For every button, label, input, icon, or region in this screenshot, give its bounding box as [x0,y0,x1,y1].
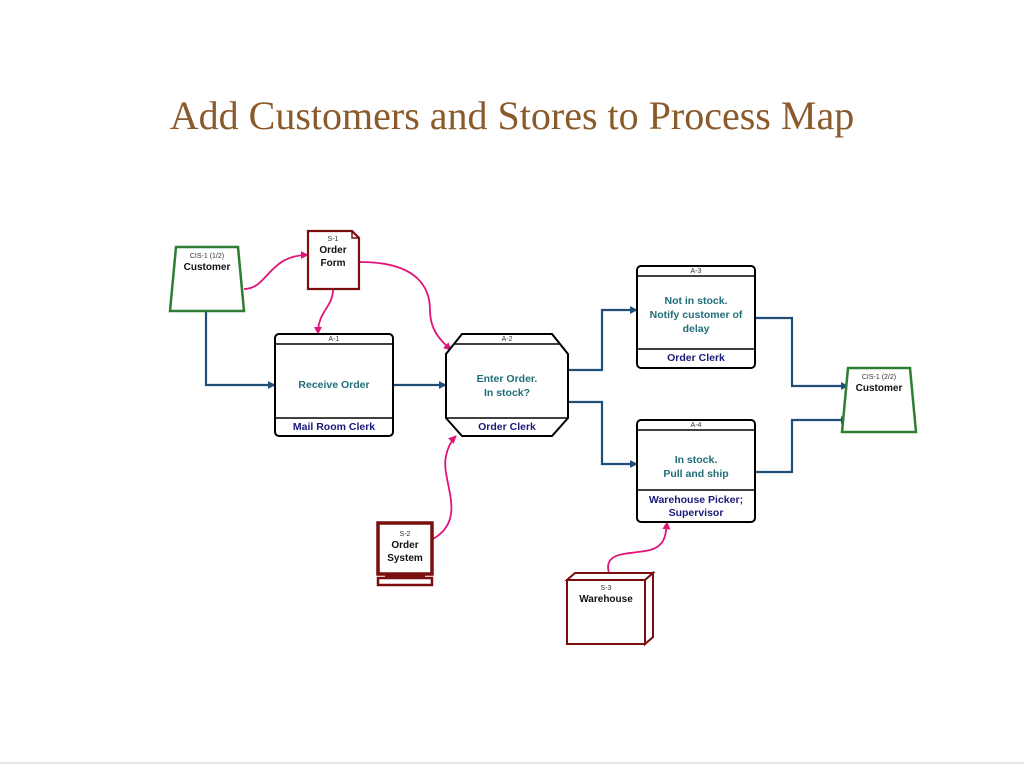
store-order-form: S-1 Order Form [306,229,361,291]
activity-a4-id: A-4 [691,422,702,429]
box-icon [564,570,656,647]
info-arrow-orderform-to-enter [359,261,452,351]
store-order-system-line2: System [387,553,423,564]
store-warehouse-id: S-3 [601,585,612,592]
activity-a2-box [445,333,569,437]
activity-receive-order: A-1 Receive Order Mail Room Clerk [274,333,394,437]
activity-not-in-stock: A-3 Not in stock. Notify customer of del… [636,265,756,369]
store-warehouse-line1: Warehouse [579,594,633,605]
info-arrows [243,251,671,577]
activity-a1-id: A-1 [329,336,340,343]
activity-a1-role: Mail Room Clerk [293,421,375,433]
store-order-system-line1: Order [391,540,418,551]
store-order-form-id: S-1 [328,236,339,243]
activity-a3-box [636,265,756,369]
flow-arrow-instock-to-customer [755,416,849,474]
flow-arrow-customer-to-receive [204,311,276,389]
info-arrow-ordersystem-to-enter [430,435,457,541]
activity-a3-role: Order Clerk [667,352,725,364]
store-order-form-line1: Order [319,245,346,256]
store-order-system: S-2 Order System [376,521,434,587]
activity-a3-line3: delay [683,323,710,335]
document-fold [351,231,359,239]
store-warehouse: S-3 Warehouse [564,570,656,647]
customer-2-shape [840,366,918,434]
customer-1-shape [168,245,246,313]
customer-1: CIS-1 (1/2) Customer [168,245,246,313]
customer-1-label: Customer [184,262,231,273]
slide-title: Add Customers and Stores to Process Map [169,93,855,138]
info-arrow-warehouse-to-instock [607,521,671,577]
customer-1-id: CIS-1 (1/2) [190,253,224,260]
flow-arrows [204,306,849,474]
customer-2-id: CIS-1 (2/2) [862,374,896,381]
activity-a2-role: Order Clerk [478,421,536,433]
info-arrow-orderform-to-receive [314,288,334,335]
activity-a4-line2: Pull and ship [663,468,728,480]
flow-arrow-enter-to-notstock [568,306,638,372]
activity-a1-box [274,333,394,437]
activity-enter-order: A-2 Enter Order. In stock? Order Clerk [445,333,569,437]
store-order-form-line2: Form [321,258,346,269]
computer-icon [376,521,434,587]
customer-2-label: Customer [856,383,903,394]
flow-arrow-enter-to-instock [568,400,638,468]
store-order-system-id: S-2 [400,531,411,538]
activity-a3-line2: Notify customer of [650,309,743,321]
activity-a1-line1: Receive Order [298,379,369,391]
activity-a4-role1: Warehouse Picker; [649,494,743,506]
activity-a2-id: A-2 [502,336,513,343]
flow-arrow-notstock-to-customer [755,316,849,390]
activity-a3-line1: Not in stock. [664,295,727,307]
document-icon [306,229,361,291]
footer-divider [0,762,1024,764]
activity-in-stock: A-4 In stock. Pull and ship Warehouse Pi… [636,419,756,523]
activity-a4-line1: In stock. [675,454,718,466]
activity-a4-box [636,419,756,523]
info-arrow-customer-to-orderform [243,251,309,290]
activity-a2-line1: Enter Order. [477,373,538,385]
customer-2: CIS-1 (2/2) Customer [840,366,918,434]
activity-a2-line2: In stock? [484,387,530,399]
activity-a3-id: A-3 [691,268,702,275]
activity-a4-role2: Supervisor [669,507,724,519]
